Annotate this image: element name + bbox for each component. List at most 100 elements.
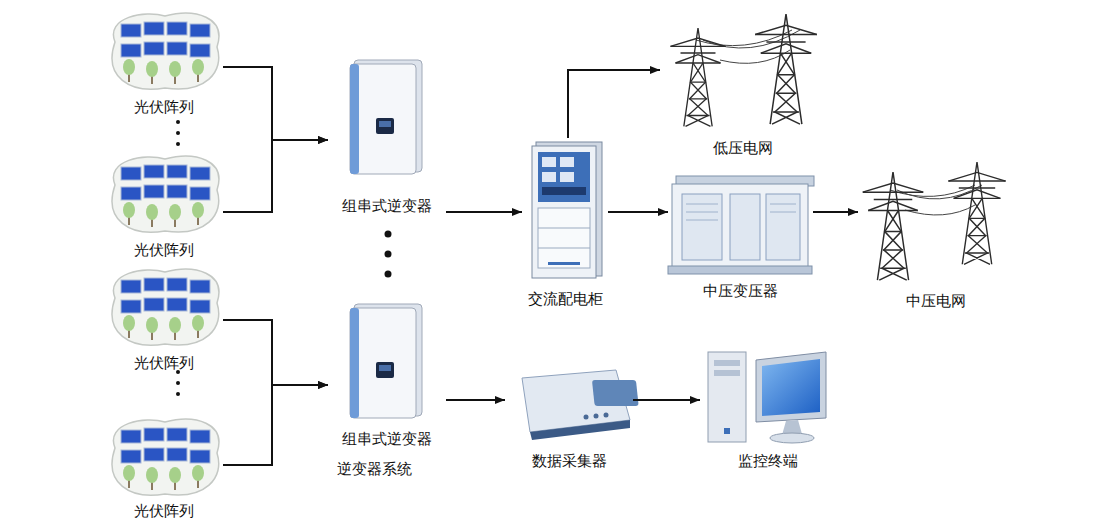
low-voltage-towers (671, 28, 726, 126)
component-label: 光伏阵列 (134, 502, 194, 520)
group-label: 逆变器系统 (337, 460, 412, 478)
data-collector-icon (592, 380, 639, 406)
ac-cabinet-icon (538, 152, 590, 202)
monitor-terminal: 监控终端 (700, 345, 835, 470)
low-voltage-towers (755, 14, 817, 124)
flow-arrow (223, 67, 328, 140)
flow-arrow (223, 385, 328, 465)
ac-distribution-cabinet: 交流配电柜 (522, 138, 608, 308)
ac-cabinet-icon (542, 172, 556, 182)
component-label: 光伏阵列 (134, 98, 194, 116)
transformer-icon (686, 212, 718, 213)
pv-array: 光伏阵列 (105, 155, 223, 259)
monitor-terminal-icon (762, 359, 820, 416)
component-label: 监控终端 (738, 452, 798, 470)
transformer-icon (686, 204, 718, 205)
monitor-terminal-icon (770, 433, 814, 443)
ellipsis-dots (385, 251, 392, 258)
component-label: 低压电网 (713, 139, 773, 157)
medium-voltage-towers (863, 172, 924, 280)
ac-cabinet-icon (560, 172, 574, 182)
monitor-terminal-icon (724, 428, 730, 434)
ellipsis-dots (176, 392, 180, 396)
ellipsis-dots (385, 271, 392, 278)
transformer-icon (686, 220, 718, 221)
data-collector-icon (594, 414, 599, 419)
component-label: 组串式逆变器 (342, 430, 432, 448)
flow-arrow (633, 399, 700, 401)
component-label: 光伏阵列 (134, 241, 194, 259)
flow-arrow (223, 320, 328, 385)
ac-cabinet-icon (542, 187, 586, 195)
transformer-icon (766, 194, 800, 260)
transformer-icon (668, 176, 814, 274)
flow-arrow (223, 140, 328, 212)
pv-array-icon (112, 156, 219, 232)
flow-arrow (813, 211, 858, 213)
pv-array-icon (112, 269, 219, 345)
medium-voltage-towers (948, 162, 1005, 264)
inverter-icon (350, 60, 422, 174)
component-label: 中压电网 (906, 292, 966, 310)
pv-array-icon (112, 156, 219, 232)
pv-array-icon (112, 269, 219, 345)
ellipsis-dots (385, 231, 392, 238)
pv-array: 光伏阵列 (105, 418, 223, 520)
transformer-icon (672, 184, 808, 268)
low-voltage-towers (671, 14, 817, 126)
data-collector: 数据采集器 (505, 360, 633, 470)
pv-array-icon (112, 13, 219, 89)
pv-array-icon (112, 419, 219, 495)
flow-arrow (568, 70, 660, 138)
monitor-terminal-icon (708, 352, 746, 442)
ac-cabinet-icon (538, 228, 590, 229)
transformer-icon (668, 266, 812, 274)
ellipsis-dots (176, 131, 180, 135)
transformer-icon (770, 212, 796, 213)
medium-voltage-towers (863, 162, 1006, 280)
ac-cabinet-icon (532, 146, 596, 278)
inverter-icon (350, 60, 422, 174)
ac-cabinet-icon (548, 262, 580, 265)
component-label: 交流配电柜 (528, 290, 603, 308)
monitor-terminal-icon (714, 360, 740, 366)
data-collector-icon (530, 420, 630, 440)
component-label: 数据采集器 (532, 452, 607, 470)
flow-arrow (608, 211, 668, 213)
transformer-icon (686, 204, 796, 220)
ac-cabinet-icon (532, 142, 602, 278)
pv-array-icon (112, 419, 219, 495)
ac-cabinet-icon (542, 157, 556, 167)
inverter-icon (350, 304, 422, 418)
component-label: 中压变压器 (703, 282, 778, 300)
string-inverter: 组串式逆变器 (328, 300, 446, 448)
monitor-terminal-icon (756, 352, 826, 422)
monitor-terminal-icon (708, 352, 826, 443)
ac-cabinet-icon (560, 157, 574, 167)
component-label: 组串式逆变器 (342, 197, 432, 215)
data-collector-icon (604, 413, 609, 418)
inverter-icon (350, 304, 422, 418)
ellipsis-dots (176, 120, 180, 124)
medium-voltage-grid: 中压电网 (858, 160, 1013, 310)
flow-arrow (446, 399, 505, 401)
monitor-terminal-icon (714, 370, 740, 376)
transformer-icon (682, 194, 722, 260)
mv-transformer: 中压变压器 (668, 170, 813, 300)
ac-cabinet-icon (538, 248, 590, 249)
low-voltage-grid: 低压电网 (660, 10, 825, 157)
ellipsis-dots (176, 381, 180, 385)
component-label: 光伏阵列 (134, 354, 194, 372)
flow-arrow (446, 211, 522, 213)
ellipsis-dots (176, 142, 180, 146)
ac-cabinet-icon (538, 208, 590, 268)
pv-array: 光伏阵列 (105, 268, 223, 372)
data-collector-icon (522, 370, 639, 440)
pv-array-icon (112, 13, 219, 89)
string-inverter: 组串式逆变器 (328, 55, 446, 215)
transformer-icon (730, 194, 760, 260)
transformer-icon (770, 204, 796, 205)
